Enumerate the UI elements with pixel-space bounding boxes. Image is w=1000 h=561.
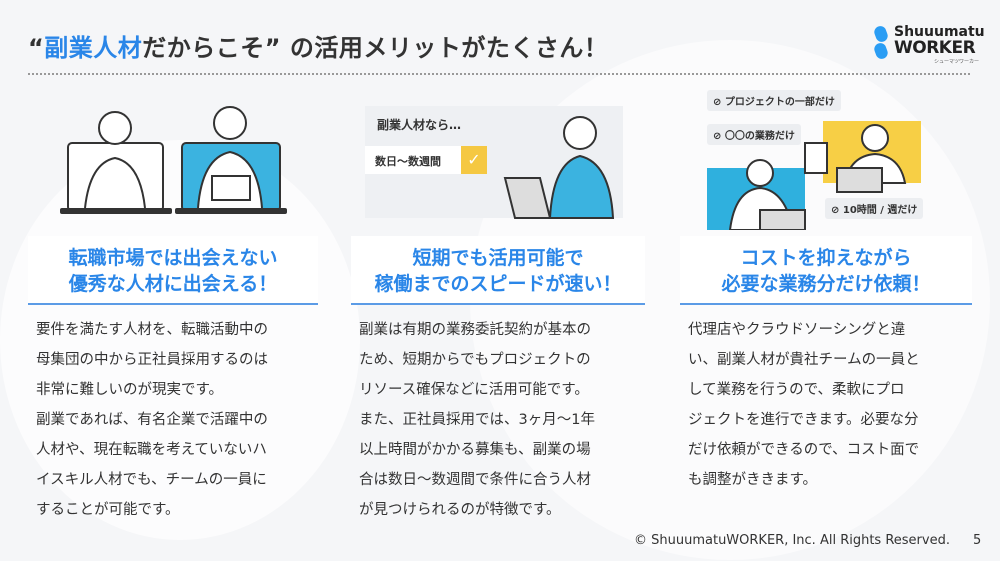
card-heading: コストを抑えながら必要な業務分だけ依頼！ — [680, 236, 972, 305]
page-title: “副業人材だからこそ” の活用メリットがたくさん！ — [28, 34, 609, 62]
page-number: 5 — [973, 533, 982, 548]
merit-card-3: コストを抑えながら必要な業務分だけ依頼！ 代理店やクラウドソーシングと違い、副業… — [680, 236, 972, 495]
background-shape — [0, 140, 360, 540]
card-body: 要件を満たす人材を、転職活動中の母集団の中から正社員採用するのは非常に難しいのが… — [36, 322, 268, 518]
person-laptop-icon — [503, 116, 615, 219]
merit-card-1: 転職市場では出会えない優秀な人材に出会える！ 要件を満たす人材を、転職活動中の母… — [28, 236, 318, 525]
people-icon — [728, 124, 907, 230]
bubble: ⊘ プロジェクトの一部だけ — [707, 90, 841, 111]
illustration-task-based: ⊘ プロジェクトの一部だけ ⊘ 〇〇の業務だけ ⊘ 10時間 / 週だけ — [705, 88, 925, 230]
check-icon: ✓ — [461, 146, 487, 174]
card-heading: 短期でも活用可能で稼働までのスピードが速い！ — [351, 236, 645, 305]
bubble: ⊘ 10時間 / 週だけ — [825, 198, 924, 219]
illustration-quick-start: 副業人材なら… 数日〜数週間 ✓ — [365, 88, 625, 228]
logo: Shuuumatu WORKER シューマツワーカー — [872, 24, 985, 68]
logo-mark-icon — [874, 26, 888, 59]
illustration-online-meeting — [60, 106, 287, 214]
card-body: 代理店やクラウドソーシングと違い、副業人材が貴社チームの一員として業務を行うので… — [688, 322, 920, 488]
card-heading: 転職市場では出会えない優秀な人材に出会える！ — [28, 236, 318, 305]
divider — [28, 73, 970, 75]
merit-card-2: 短期でも活用可能で稼働までのスピードが速い！ 副業は有期の業務委託契約が基本のた… — [351, 236, 645, 525]
bubble: ⊘ 〇〇の業務だけ — [707, 124, 801, 145]
card-body: 副業は有期の業務委託契約が基本のため、短期からでもプロジェクトのリソース確保など… — [359, 322, 595, 518]
copyright: © ShuuumatuWORKER, Inc. All Rights Reser… — [634, 533, 950, 548]
